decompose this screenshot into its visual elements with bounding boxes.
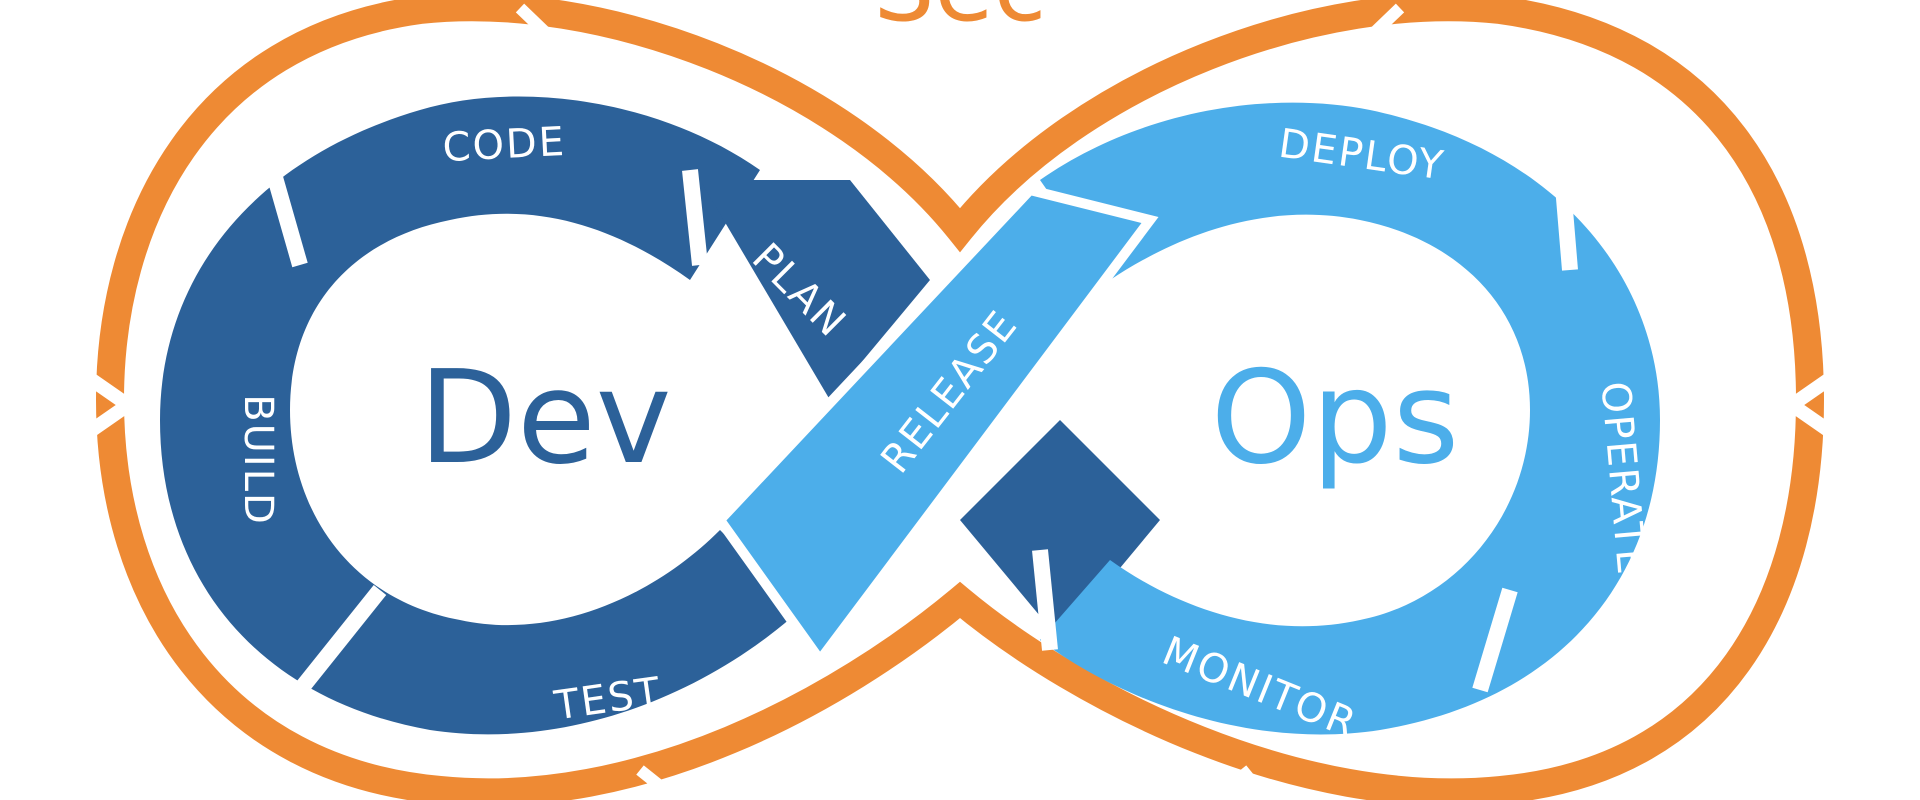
dev-divider-code-plan: [682, 169, 708, 266]
ops-lower-wedge: [960, 420, 1160, 640]
stage-build-label: BUILD: [235, 394, 281, 526]
ops-loop-band: [1040, 102, 1660, 735]
sec-ring-notch-left: [88, 374, 141, 436]
sec-ring-notch-top-left: [515, 3, 554, 61]
release-band: [713, 184, 1159, 669]
release-band-shape: [713, 184, 1159, 669]
ops-divider-operate-monitor: [1472, 587, 1518, 693]
dev-divider-build-test: [293, 585, 387, 695]
ops-divider-monitor-release: [1032, 549, 1058, 651]
sec-label: Sec: [874, 0, 1047, 43]
ops-loop: [1032, 102, 1660, 735]
dev-label: Dev: [418, 344, 671, 493]
sec-ring-notch-bottom-right: [1215, 765, 1254, 800]
dev-divider-code-build: [262, 157, 308, 268]
ops-divider-deploy-operate: [1552, 149, 1578, 271]
sec-ring-notch-bottom-left: [636, 765, 675, 800]
sec-ring-notch-top-right: [1366, 3, 1405, 61]
dev-plan-wedge: [700, 180, 930, 400]
sec-ring-notch-right: [1779, 374, 1832, 436]
ops-label: Ops: [1211, 344, 1460, 493]
sec-outer-ring: [88, 0, 1832, 800]
sec-ring-path: [95, 0, 1825, 800]
stage-code-label: CODE: [441, 119, 567, 171]
dev-loop-band: [160, 96, 800, 735]
